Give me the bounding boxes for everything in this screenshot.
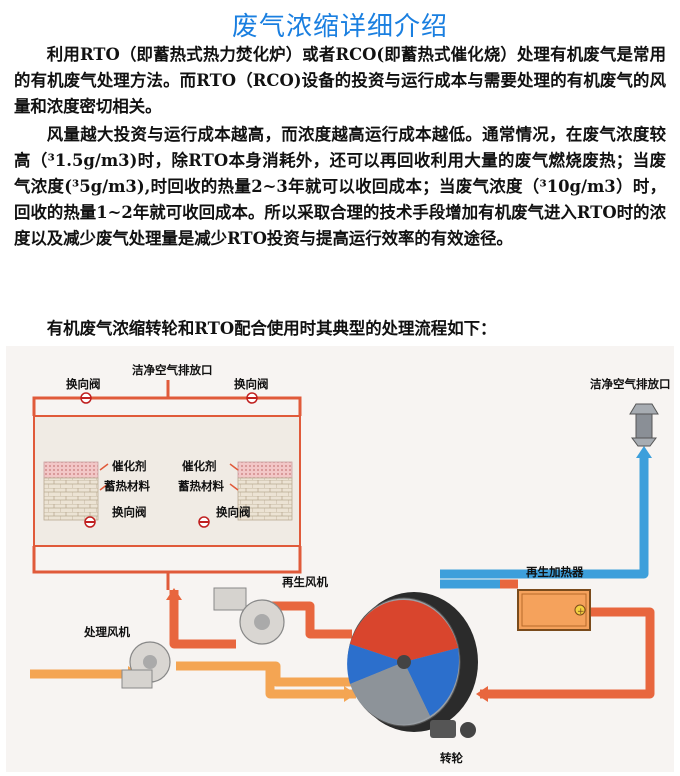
- label-valve-bottom-right: 换向阀: [216, 505, 251, 519]
- label-clean-air-right: 洁净空气排放口: [590, 377, 671, 391]
- diagram-background: [6, 346, 674, 772]
- label-valve-bottom-left: 换向阀: [112, 505, 147, 519]
- valve-icon: [80, 392, 258, 528]
- clean-air-pipe: [440, 454, 649, 589]
- label-clean-air-top: 洁净空气排放口: [132, 363, 213, 377]
- label-regen-fan: 再生风机: [282, 575, 328, 589]
- right-storage-bed: [237, 477, 293, 521]
- paragraph-process-intro: 有机废气浓缩转轮和RTO配合使用时其典型的处理流程如下：: [46, 319, 497, 338]
- label-valve-top-left: 换向阀: [66, 377, 101, 391]
- right-catalyst-layer: [237, 461, 293, 479]
- left-catalyst-layer: [43, 461, 99, 479]
- page-title: 废气浓缩详细介绍: [231, 12, 448, 42]
- regen-fan-icon: [213, 587, 285, 645]
- label-storage-right: 蓄热材料: [178, 479, 224, 493]
- process-air-return: [265, 666, 356, 699]
- paragraph-rto-intro: 利用RTO（即蓄热式热力焚化炉）或者RCO(即蓄热式催化烧）处理有机废气是常用的…: [14, 45, 666, 116]
- label-catalyst-left: 催化剂: [112, 459, 147, 473]
- process-flow-diagram: + 洁净空气排放口 换向阀 换向阀 催化剂 催化剂 蓄热材料 蓄热材料 换向阀 …: [6, 346, 674, 772]
- rotor-wheel-icon: [347, 592, 478, 738]
- exhaust-stack-icon: [629, 403, 659, 447]
- hot-pipe-fan-to-rotor: [270, 601, 352, 639]
- label-regen-heater: 再生加热器: [526, 565, 584, 579]
- process-fan-icon: [121, 641, 171, 689]
- label-valve-top-right: 换向阀: [234, 377, 269, 391]
- paragraph-concentration: 风量越大投资与运行成本越高，而浓度越高运行成本越低。通常情况，在废气浓度较高（³…: [14, 125, 666, 248]
- left-storage-bed: [43, 477, 99, 521]
- label-storage-left: 蓄热材料: [104, 479, 150, 493]
- label-rotor: 转轮: [440, 751, 463, 765]
- label-process-fan: 处理风机: [83, 625, 130, 639]
- svg-text:+: +: [577, 607, 585, 617]
- pipes: [30, 446, 655, 702]
- label-catalyst-right: 催化剂: [182, 459, 217, 473]
- regen-heater-icon: +: [517, 589, 591, 631]
- rto-unit: [32, 380, 302, 590]
